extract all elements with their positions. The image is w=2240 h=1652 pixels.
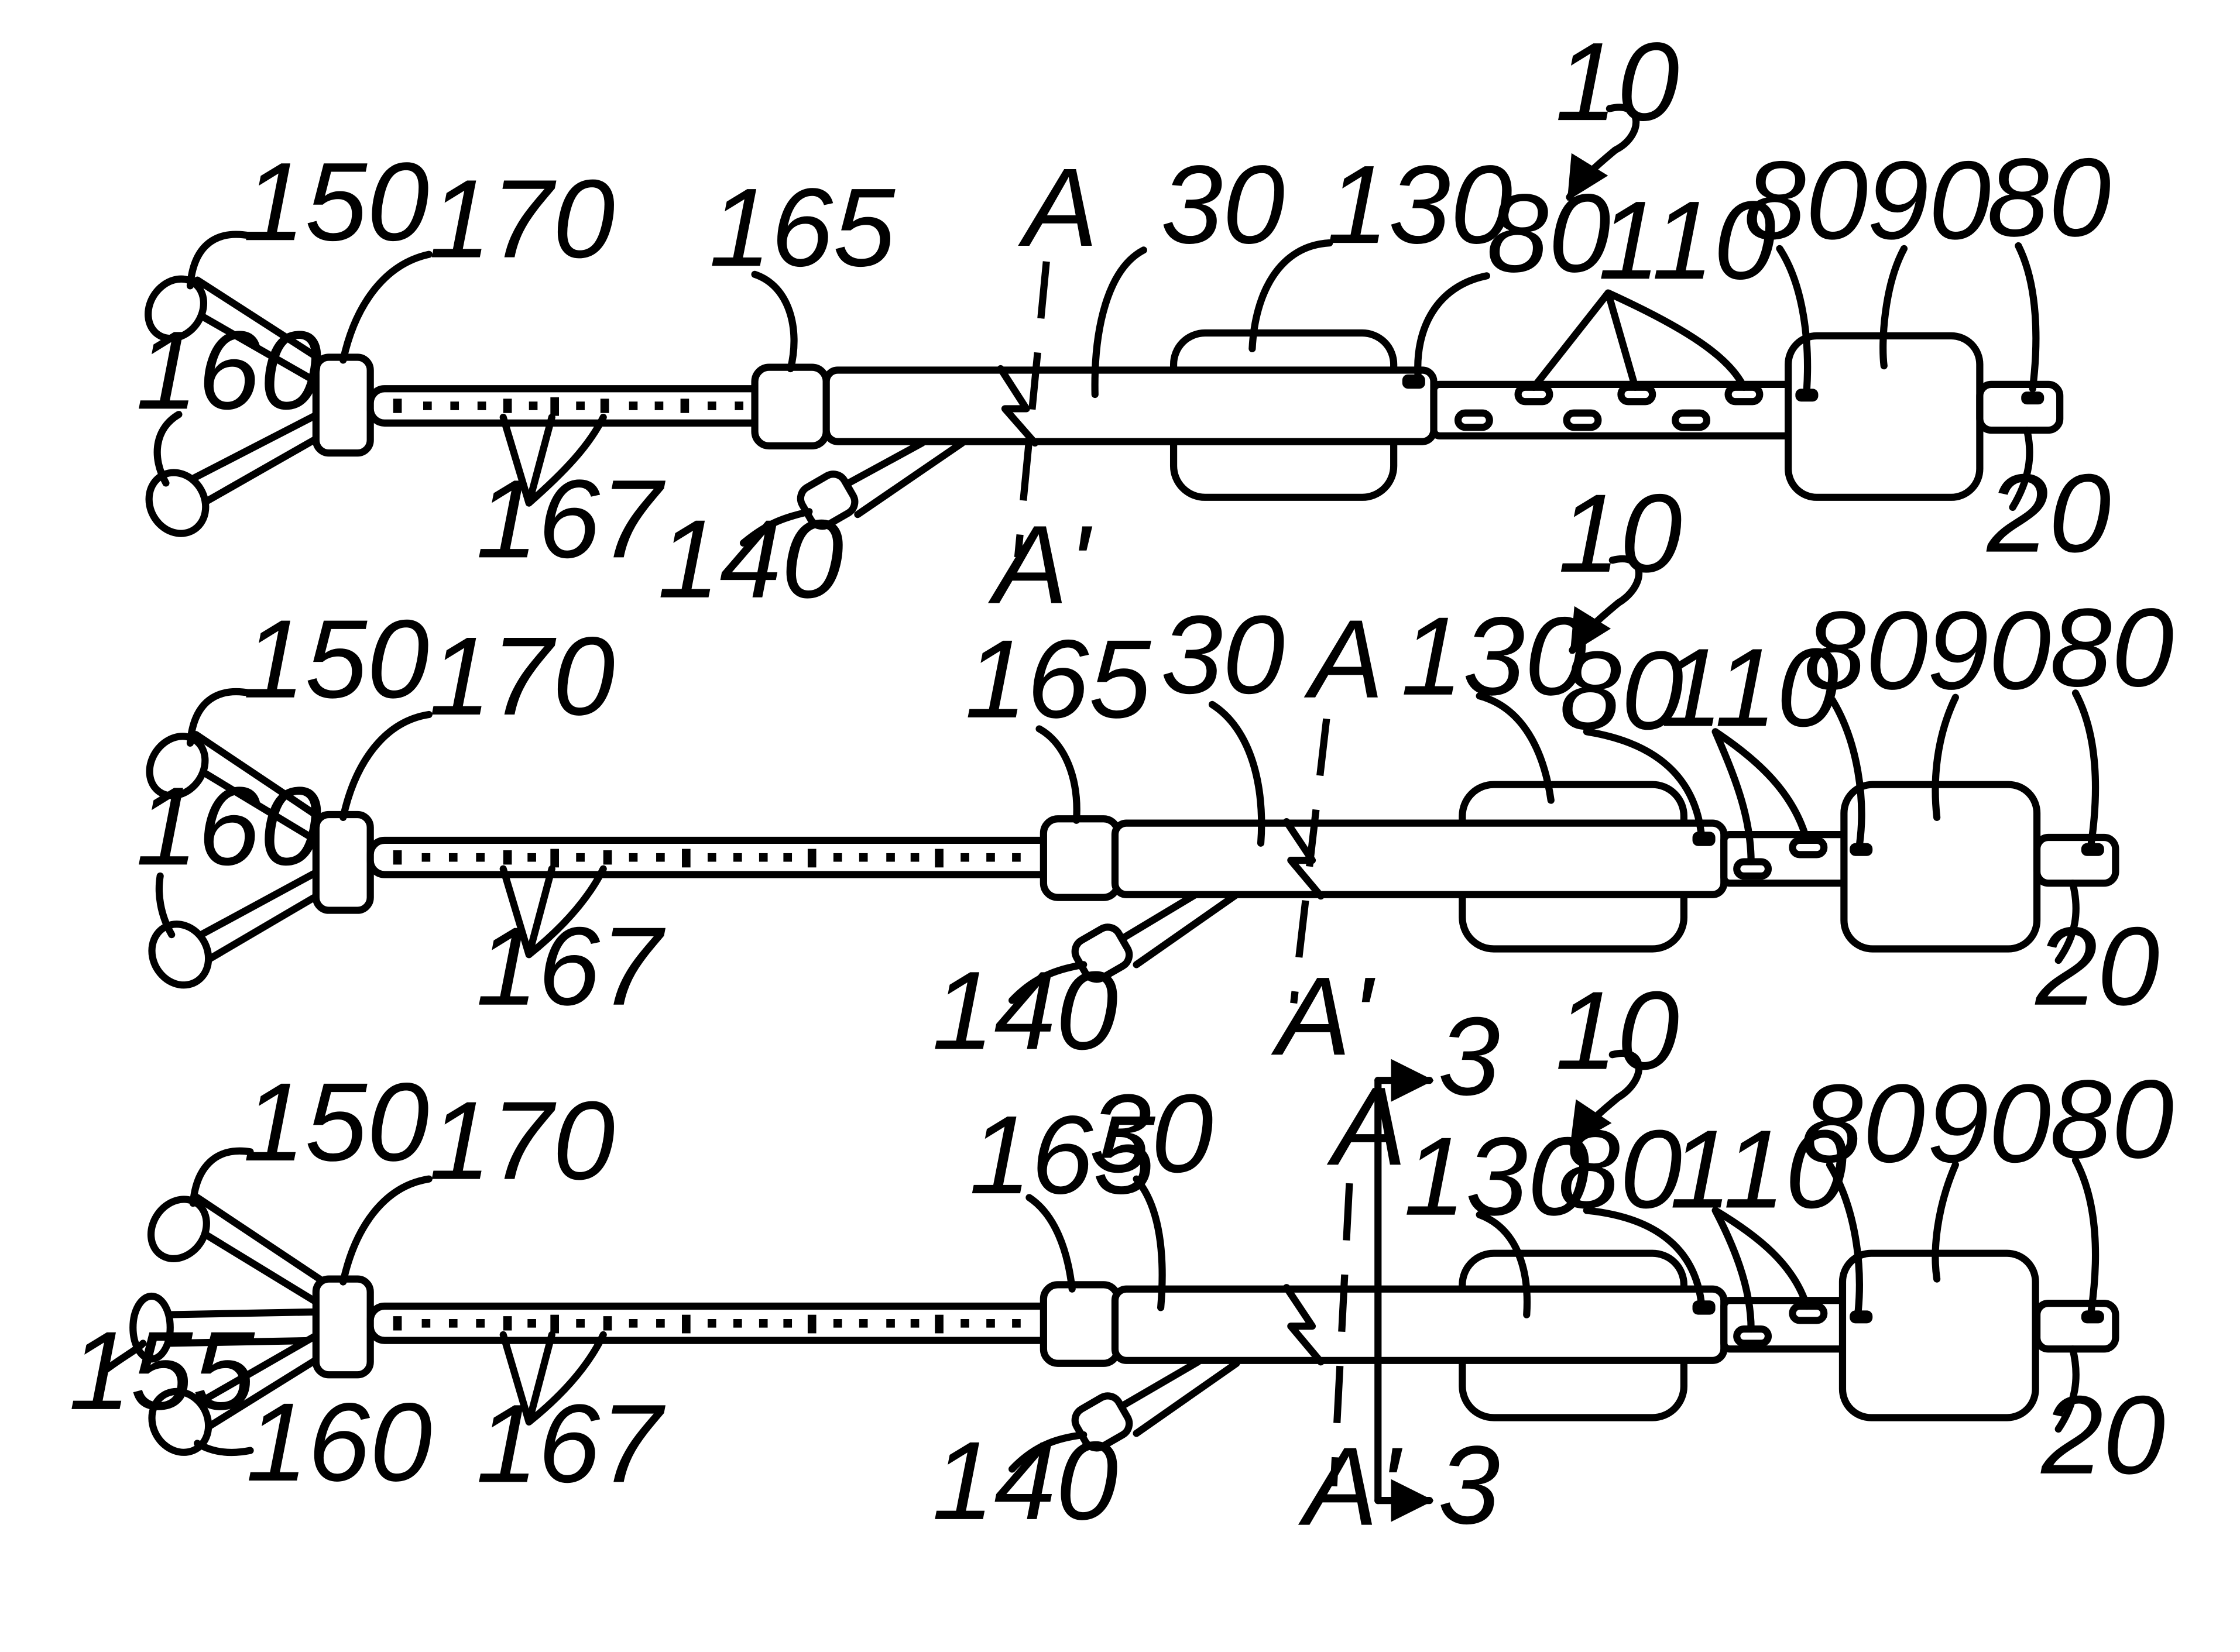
marker-80-c xyxy=(2021,391,2044,404)
label-155: 155 xyxy=(68,1309,255,1433)
leader-160 xyxy=(197,1443,250,1452)
label-10: 10 xyxy=(1558,472,1682,596)
label-A: A xyxy=(1326,1064,1407,1189)
label-160: 160 xyxy=(136,308,322,432)
label-80-c: 80 xyxy=(2050,586,2174,710)
tip-20 xyxy=(1980,384,2060,430)
label-160: 160 xyxy=(246,1380,432,1505)
proximal-port-160-cap xyxy=(141,914,219,995)
collar-165 xyxy=(1044,819,1118,897)
label-170: 170 xyxy=(429,1079,615,1203)
label-130: 130 xyxy=(1326,143,1512,267)
label-90: 90 xyxy=(1927,1062,2051,1186)
tip-20 xyxy=(2037,837,2115,883)
label-150: 150 xyxy=(243,1060,429,1184)
label-A-prime: A' xyxy=(1298,1425,1402,1549)
label-A: A xyxy=(1018,146,1098,270)
label-A-prime: A' xyxy=(987,503,1092,627)
leader-80-a xyxy=(1418,276,1487,376)
label-167: 167 xyxy=(476,905,666,1029)
label-A-prime: A' xyxy=(1271,954,1375,1079)
leader-80-c xyxy=(2018,246,2036,389)
label-80-c: 80 xyxy=(1987,136,2111,260)
collar-165 xyxy=(1044,1284,1118,1363)
hub-170 xyxy=(316,1279,371,1375)
side-port-140-tube xyxy=(1119,893,1236,964)
label-20: 20 xyxy=(2040,1373,2165,1498)
leader-165 xyxy=(1040,729,1077,820)
label-80-b: 80 xyxy=(1744,139,1868,263)
label-10: 10 xyxy=(1555,20,1679,144)
distal-balloon-90 xyxy=(1844,785,2037,949)
label-30: 30 xyxy=(1089,1071,1213,1196)
label-10: 10 xyxy=(1555,969,1679,1093)
marker-80-a xyxy=(1402,375,1425,389)
label-140: 140 xyxy=(657,497,843,621)
label-30: 30 xyxy=(1161,143,1285,267)
label-90: 90 xyxy=(1927,589,2051,713)
label-165: 165 xyxy=(965,617,1152,741)
tip-20 xyxy=(2037,1303,2115,1349)
leader-110 xyxy=(1534,293,1744,387)
label-80-b: 80 xyxy=(1804,589,1928,713)
label-140: 140 xyxy=(932,949,1118,1073)
label-3-bottom: 3 xyxy=(1438,1423,1500,1547)
catheter-30 xyxy=(826,370,1434,441)
collar-165 xyxy=(755,368,826,446)
leader-80-c xyxy=(2076,1160,2095,1310)
label-30: 30 xyxy=(1161,593,1285,717)
label-150: 150 xyxy=(243,140,429,264)
side-port-140-tube xyxy=(843,443,962,514)
leader-170 xyxy=(343,255,429,360)
label-80-a: 80 xyxy=(1487,171,1611,296)
label-150: 150 xyxy=(243,597,429,722)
label-140: 140 xyxy=(932,1419,1118,1543)
view-3: 150 155 160 170 167 165 30 140 A A' 3 3 … xyxy=(68,969,2174,1549)
label-170: 170 xyxy=(429,614,615,739)
leader-80-c xyxy=(2076,693,2095,843)
hub-170 xyxy=(316,358,371,454)
label-20: 20 xyxy=(1986,452,2111,576)
label-167: 167 xyxy=(476,457,666,581)
label-20: 20 xyxy=(2035,905,2160,1029)
leader-170 xyxy=(343,1179,429,1282)
label-165: 165 xyxy=(709,166,896,290)
view-2: 150 160 170 167 165 140 30 A A' 130 80 1… xyxy=(136,472,2174,1079)
label-167: 167 xyxy=(476,1382,666,1506)
view-1: 150 160 170 167 165 140 A A' 30 130 80 1… xyxy=(136,20,2111,627)
label-3-top: 3 xyxy=(1438,995,1500,1119)
label-A: A xyxy=(1303,597,1384,722)
catheter-30 xyxy=(1115,1289,1724,1361)
label-80-a: 80 xyxy=(1558,1108,1682,1232)
label-80-c: 80 xyxy=(2050,1057,2174,1182)
label-80-b: 80 xyxy=(1801,1062,1925,1186)
label-160: 160 xyxy=(136,764,322,888)
catheter-30 xyxy=(1115,823,1724,895)
leader-170 xyxy=(343,715,429,818)
hub-170 xyxy=(316,815,371,911)
label-90: 90 xyxy=(1867,139,1991,263)
side-port-140-tube xyxy=(1119,1362,1236,1433)
leader-150 xyxy=(193,1151,251,1203)
label-170: 170 xyxy=(429,157,615,281)
